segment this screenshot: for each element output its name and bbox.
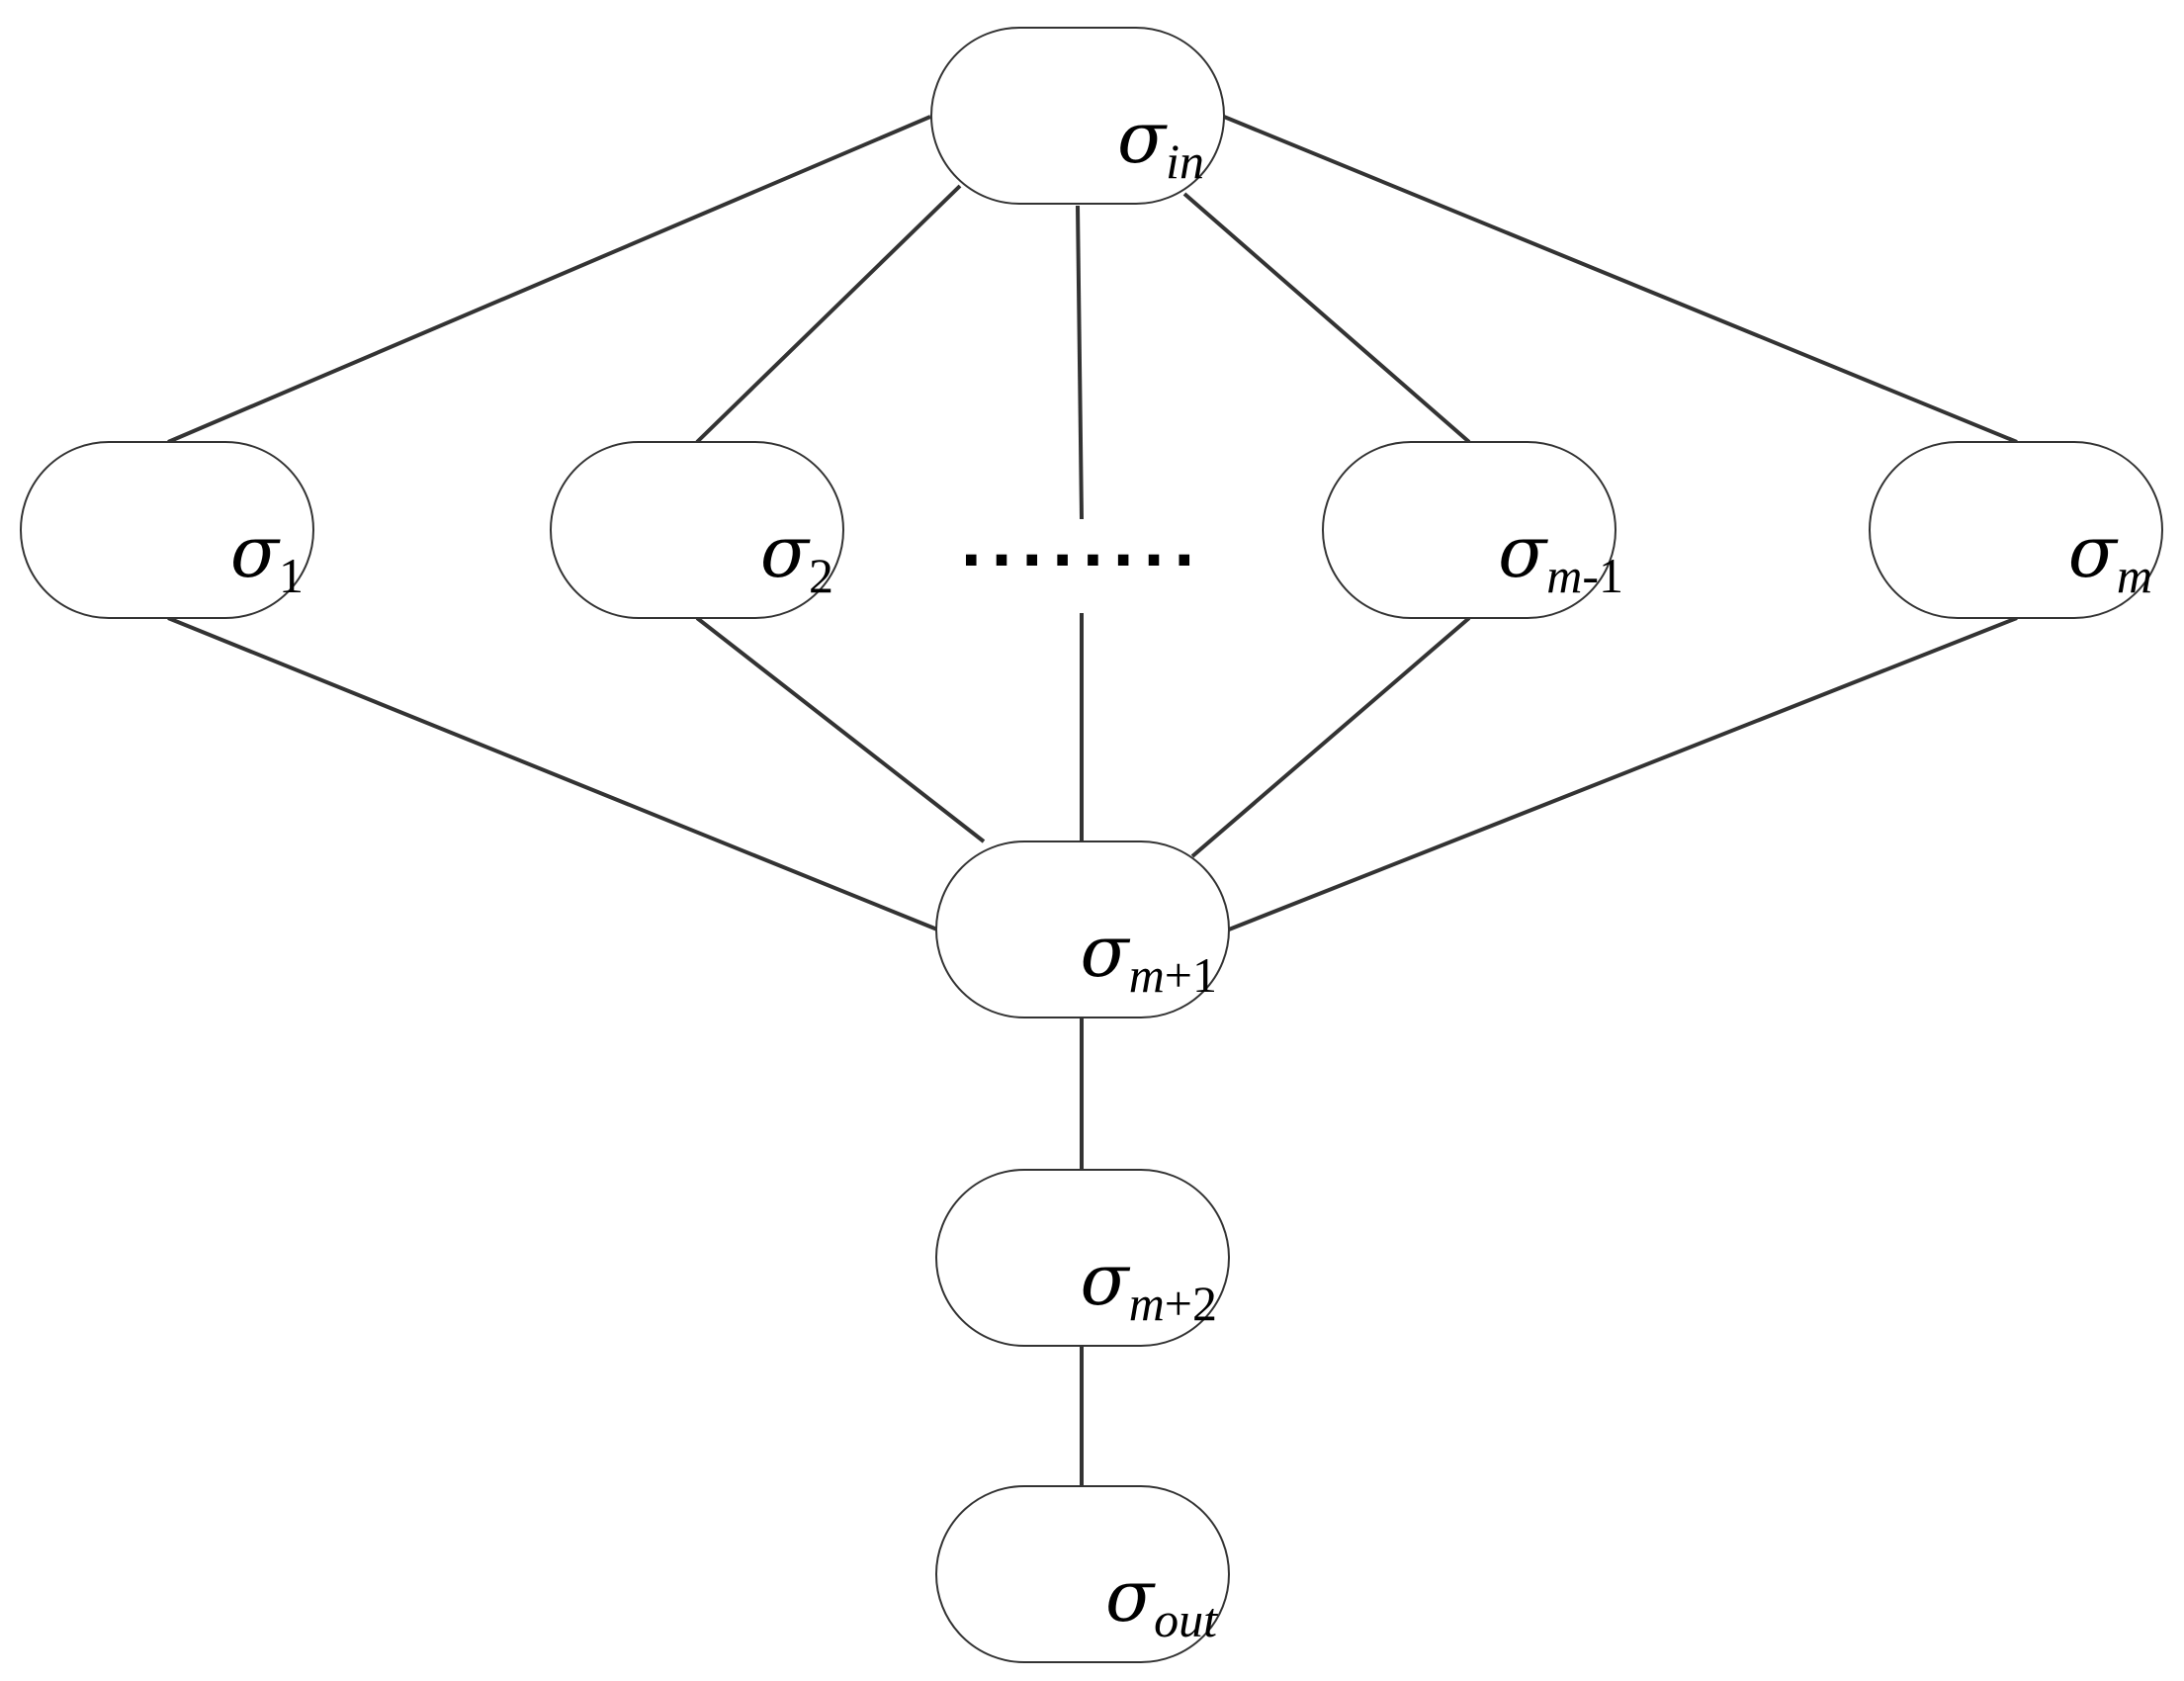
- ellipsis-dots: ........: [960, 511, 1203, 580]
- node-label: σm: [2068, 510, 2152, 603]
- node-label: σm+1: [1081, 910, 1217, 1003]
- node-label: σm-1: [1498, 510, 1623, 603]
- node-shape: [20, 441, 314, 619]
- node-sigma-2: σ2: [550, 441, 844, 619]
- edge-m-to-m+1: [1228, 616, 2018, 931]
- node-label: σout: [1105, 1554, 1218, 1647]
- node-shape: [935, 1485, 1230, 1663]
- node-sigma-m+1: σm+1: [935, 840, 1230, 1018]
- nodes: σin σ1 σ2 σm-1 σm σm+1 σm+2 σout: [20, 27, 2163, 1663]
- node-sigma-out: σout: [935, 1485, 1230, 1663]
- node-label: σ2: [760, 510, 833, 603]
- node-shape: [935, 1169, 1230, 1347]
- edge-in-to-m-1: [1182, 192, 1471, 444]
- node-shape: [935, 840, 1230, 1018]
- edge-2-to-m+1: [695, 616, 986, 843]
- edge-in-to-m: [1223, 115, 2018, 444]
- edge-in-to-1: [167, 115, 931, 444]
- edge-m-1-to-m+1: [1190, 616, 1471, 858]
- node-label: σin: [1117, 96, 1204, 189]
- edges: [167, 115, 2018, 1486]
- node-shape: [930, 27, 1225, 205]
- node-sigma-in: σin: [930, 27, 1225, 205]
- node-sigma-m+2: σm+2: [935, 1169, 1230, 1347]
- node-shape: [1322, 441, 1616, 619]
- edge-1-to-m+1: [167, 616, 938, 931]
- edge-in-to-dots: [1076, 205, 1084, 520]
- node-shape: [1869, 441, 2163, 619]
- node-sigma-m-1: σm-1: [1322, 441, 1623, 619]
- node-label: σm+2: [1081, 1238, 1217, 1331]
- node-label: σ1: [230, 510, 304, 603]
- edge-in-to-2: [695, 184, 962, 444]
- node-sigma-m: σm: [1869, 441, 2163, 619]
- node-shape: [550, 441, 844, 619]
- node-sigma-1: σ1: [20, 441, 314, 619]
